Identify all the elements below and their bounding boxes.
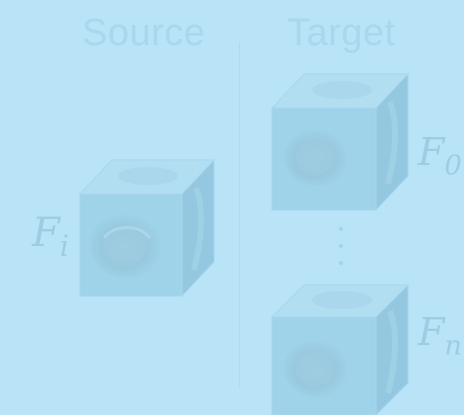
source-column-title: Source [82, 12, 206, 54]
target-last-frame-label: Fn [418, 310, 462, 362]
target-column-title: Target [287, 12, 396, 54]
column-divider [239, 42, 240, 387]
source-frame-label: Fi [32, 210, 69, 264]
target-first-volume-cube-icon [270, 72, 410, 212]
source-volume-cube-icon [78, 158, 216, 298]
target-last-volume-cube-icon [270, 283, 410, 415]
vertical-ellipsis-icon [339, 227, 343, 265]
target-first-frame-label: F0 [418, 130, 462, 182]
